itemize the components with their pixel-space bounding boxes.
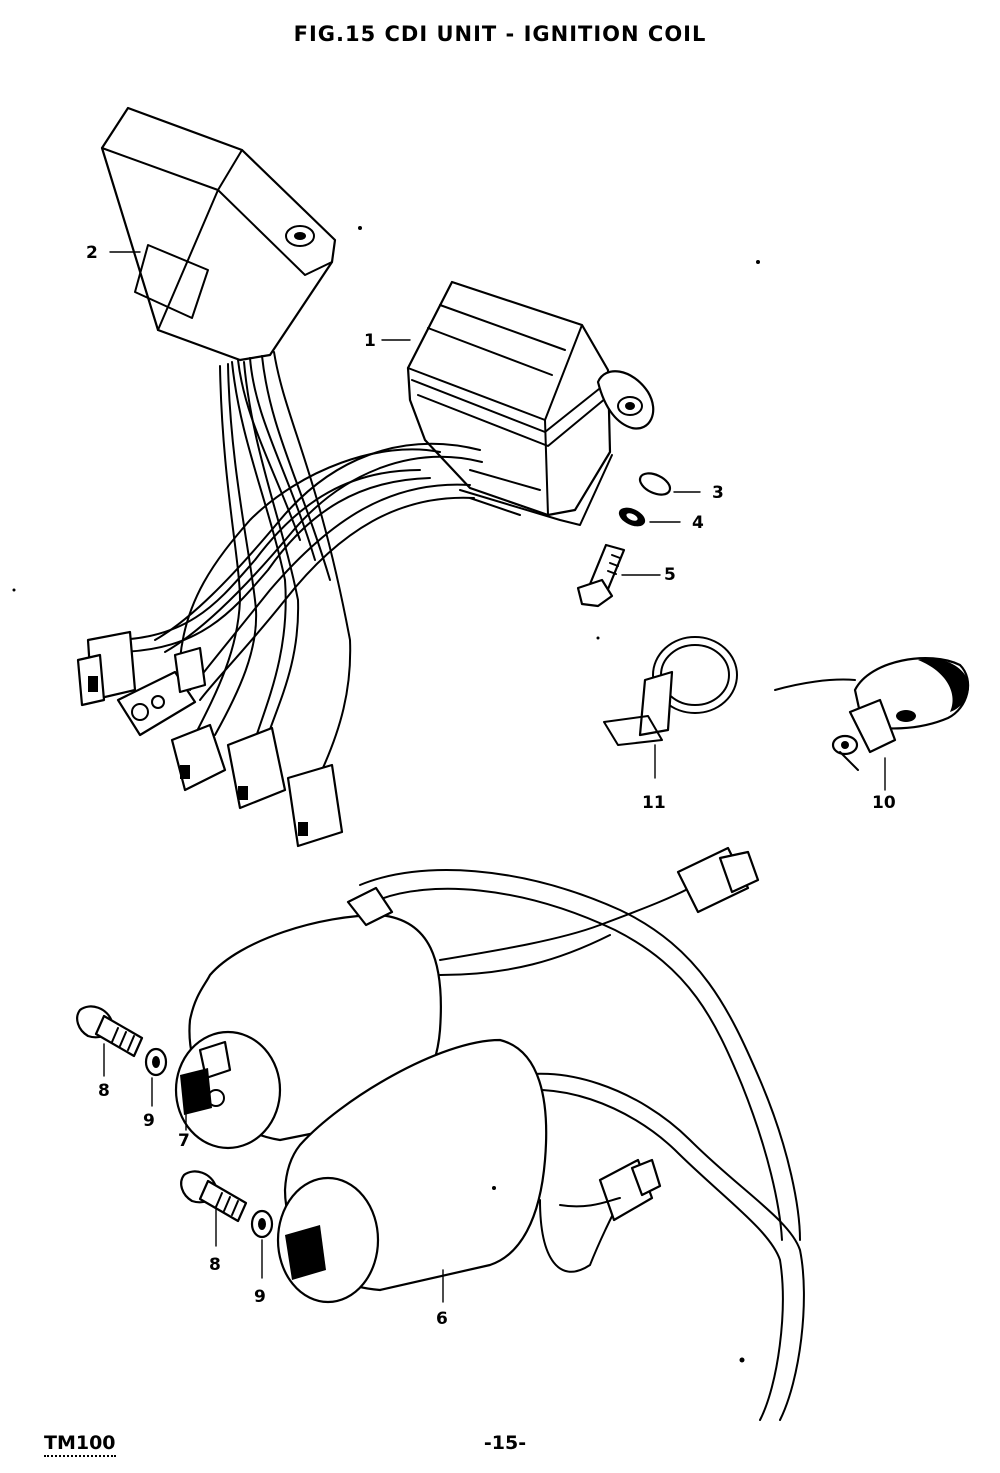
bolt-part-8-upper	[76, 1005, 144, 1058]
callout-9-upper: 9	[143, 1111, 155, 1131]
cdi-unit-part-1	[406, 280, 655, 526]
callout-5: 5	[664, 565, 676, 585]
callout-8-lower: 8	[209, 1255, 221, 1275]
wire-connectors	[76, 630, 344, 848]
callout-6: 6	[436, 1309, 448, 1329]
callout-8-upper: 8	[98, 1081, 110, 1101]
bolt-part-5	[576, 543, 626, 608]
wire-harness	[109, 442, 483, 701]
washer-part-9-upper	[144, 1047, 168, 1077]
washer-part-4	[618, 507, 646, 527]
cdi-box-part-2	[100, 106, 352, 771]
callout-2: 2	[86, 243, 98, 263]
model-label: TM100	[44, 1432, 116, 1457]
ignition-coil-part-6	[276, 1038, 805, 1421]
callout-4: 4	[692, 513, 704, 533]
callout-3: 3	[712, 483, 724, 503]
washer-part-3	[638, 472, 672, 496]
callout-10: 10	[872, 793, 896, 813]
page-number: -15-	[483, 1432, 527, 1454]
callout-1: 1	[364, 331, 376, 351]
callout-9-lower: 9	[254, 1287, 266, 1307]
figure-title: FIG.15 CDI UNIT - IGNITION COIL	[293, 22, 707, 46]
callout-7: 7	[178, 1131, 190, 1151]
clamp-part-11	[603, 636, 738, 746]
washer-part-9-lower	[250, 1209, 274, 1239]
callout-11: 11	[642, 793, 666, 813]
switch-part-10	[774, 657, 970, 771]
bolt-part-8-lower	[180, 1170, 248, 1223]
